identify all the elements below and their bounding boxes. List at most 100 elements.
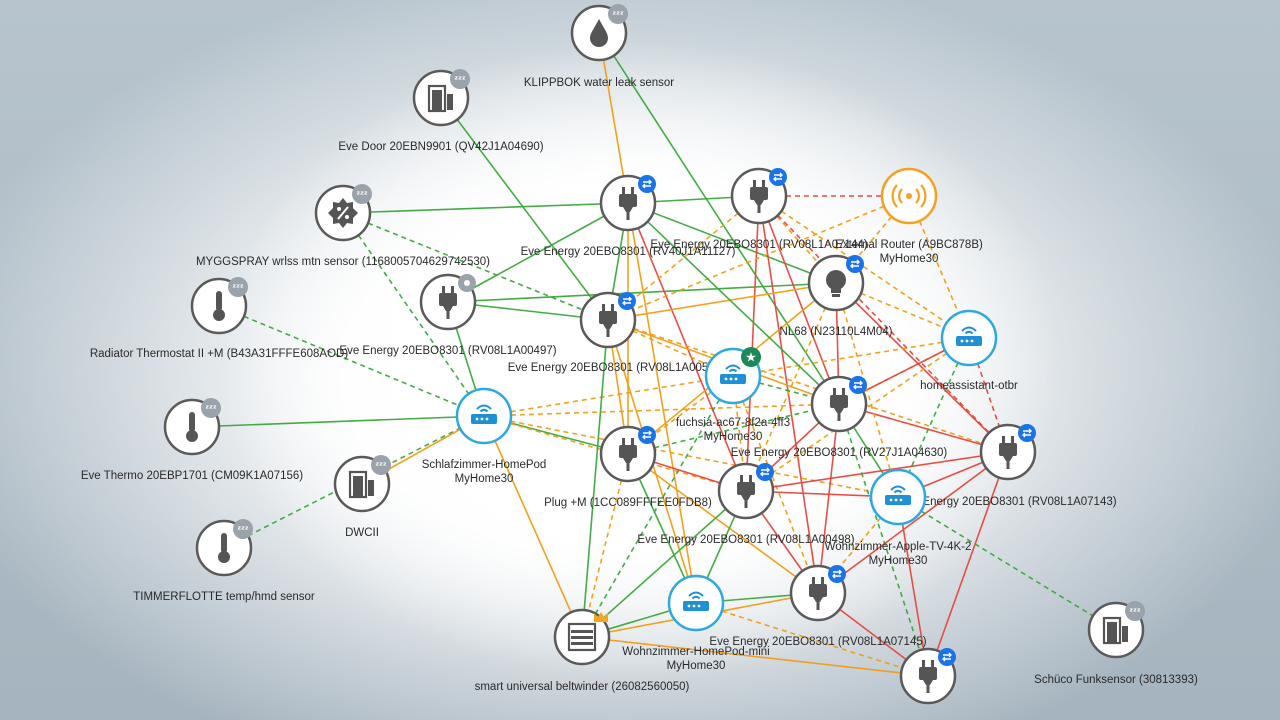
router-icon [683, 591, 709, 611]
plug-icon [619, 187, 637, 220]
svg-text:ᶻᶻᶻ: ᶻᶻᶻ [237, 526, 249, 536]
thermometer-icon [213, 291, 225, 321]
node-otbr[interactable]: homeassistant-otbr [920, 309, 1018, 392]
node-eve005[interactable]: Eve Energy 20EBO8301 (RV08L1A005 [508, 291, 709, 374]
node-label: Eve Energy 20EBO8301 (RV08L1A005 [508, 362, 709, 374]
edge-schlaf-beltwinder [483, 415, 583, 638]
edge-myggspray-eve005 [342, 212, 609, 321]
svg-text:ᶻᶻᶻ: ᶻᶻᶻ [375, 462, 387, 472]
node-label: MyHome30 [667, 660, 726, 672]
crown-badge-icon [594, 612, 608, 622]
router-role-badge-icon [756, 463, 774, 481]
thermometer-icon [218, 533, 230, 563]
edge-eve630-eve145 [817, 403, 840, 594]
edge-eve144-otbr [758, 195, 970, 339]
node-plug[interactable]: Plug +M (1CC089FFFEE0FDB8) [544, 425, 712, 509]
node-label: smart universal beltwinder (26082560050) [475, 681, 690, 693]
edge-eve630-eveBR [838, 403, 929, 677]
edge-plug-eve145 [627, 453, 819, 594]
motion-sensor-icon [328, 198, 358, 228]
edge-plug-beltwinder [581, 453, 629, 638]
edge-eve127-eve630 [627, 202, 840, 405]
node-eve143[interactable]: Eve Energy 20EBO8301 (RV08L1A07143) [899, 423, 1117, 508]
edge-eve143-eve145 [817, 451, 1009, 594]
edge-plug-eve630 [627, 403, 840, 455]
node-eve497[interactable]: Eve Energy 20EBO8301 (RV08L1A00497) [339, 273, 557, 357]
node-label: fuchsia-ac67-8f2a-4ff3 [676, 417, 790, 429]
edge-myggspray-eve127 [342, 202, 629, 214]
svg-text:ᶻᶻᶻ: ᶻᶻᶻ [205, 405, 217, 415]
node-eve630[interactable]: Eve Energy 20EBO8301 (RV27J1A04630) [731, 375, 948, 459]
broadcast-icon [891, 184, 927, 208]
sleep-badge-icon: ᶻᶻᶻ [450, 69, 470, 89]
edge-fuchsia-eve145 [732, 375, 819, 594]
edge-eve005-beltwinder [581, 319, 609, 638]
plug-icon [737, 475, 755, 508]
node-label: MyHome30 [704, 431, 763, 443]
node-label: DWCII [345, 527, 379, 539]
node-label: Eve Energy 20EBO8301 (RV08L1A00497) [339, 345, 556, 357]
node-eve127[interactable]: Eve Energy 20EBO8301 (RV40J1A11127) [521, 174, 736, 258]
door-icon [1102, 616, 1128, 645]
leader-star-badge-icon: ★ [741, 347, 761, 367]
edge-radiator-schlaf [218, 305, 485, 417]
edge-eve143-eveBR [927, 451, 1009, 677]
edge-thermo-schlaf [191, 415, 485, 428]
node-eve144[interactable]: Eve Energy 20EBO8301 (RV08L1A07144) [650, 167, 868, 251]
node-beltwinder[interactable]: smart universal beltwinder (26082560050) [475, 608, 690, 693]
router-role-badge-icon [846, 255, 864, 273]
bulb-icon [826, 270, 846, 297]
router-role-badge-icon [638, 175, 656, 193]
edge-eve127-nl68 [627, 202, 837, 284]
edge-eve143-eve498 [745, 451, 1009, 492]
edge-eve497-eve127 [447, 202, 629, 303]
edge-nl68-appletv [835, 282, 899, 498]
plug-icon [809, 577, 827, 610]
sleep-badge-icon: ᶻᶻᶻ [371, 455, 391, 475]
node-label: Schüco Funksensor (30813393) [1034, 674, 1198, 686]
node-label: KLIPPBOK water leak sensor [524, 77, 674, 89]
edge-eve630-eve143 [838, 403, 1009, 453]
edge-beltwinder-eveBR [581, 636, 929, 677]
plug-icon [599, 304, 617, 337]
blinds-icon [567, 622, 597, 652]
router-icon [956, 326, 982, 346]
node-eveBR[interactable] [899, 647, 957, 705]
node-label: Eve Energy 20EBO8301 (RV08L1A07145) [709, 636, 926, 648]
node-extrouter[interactable]: External Router (A9BC878B)MyHome30 [835, 167, 983, 265]
node-label: NL68 (N23110L4M04) [780, 326, 893, 338]
door-icon [427, 84, 453, 113]
sleep-badge-icon: ᶻᶻᶻ [233, 519, 253, 539]
node-eve498[interactable]: Eve Energy 20EBO8301 (RV08L1A00498) [637, 462, 855, 546]
node-label: MyHome30 [869, 555, 928, 567]
svg-text:★: ★ [745, 351, 757, 366]
node-label: Plug +M (1CC089FFFEE0FDB8) [544, 497, 712, 509]
node-eve145[interactable]: Eve Energy 20EBO8301 (RV08L1A07145) [709, 564, 927, 648]
sleep-badge-icon: ᶻᶻᶻ [1125, 601, 1145, 621]
plug-icon [619, 438, 637, 471]
edge-appletv-schuco [897, 496, 1117, 631]
router-role-badge-icon [638, 426, 656, 444]
node-label: MyHome30 [455, 473, 514, 485]
edge-eve144-eve630 [758, 195, 840, 405]
node-nl68[interactable]: NL68 (N23110L4M04) [780, 254, 893, 338]
door-icon [348, 470, 374, 499]
node-label: homeassistant-otbr [920, 380, 1018, 392]
edge-eve498-beltwinder [581, 490, 747, 638]
plug-icon [999, 436, 1017, 469]
